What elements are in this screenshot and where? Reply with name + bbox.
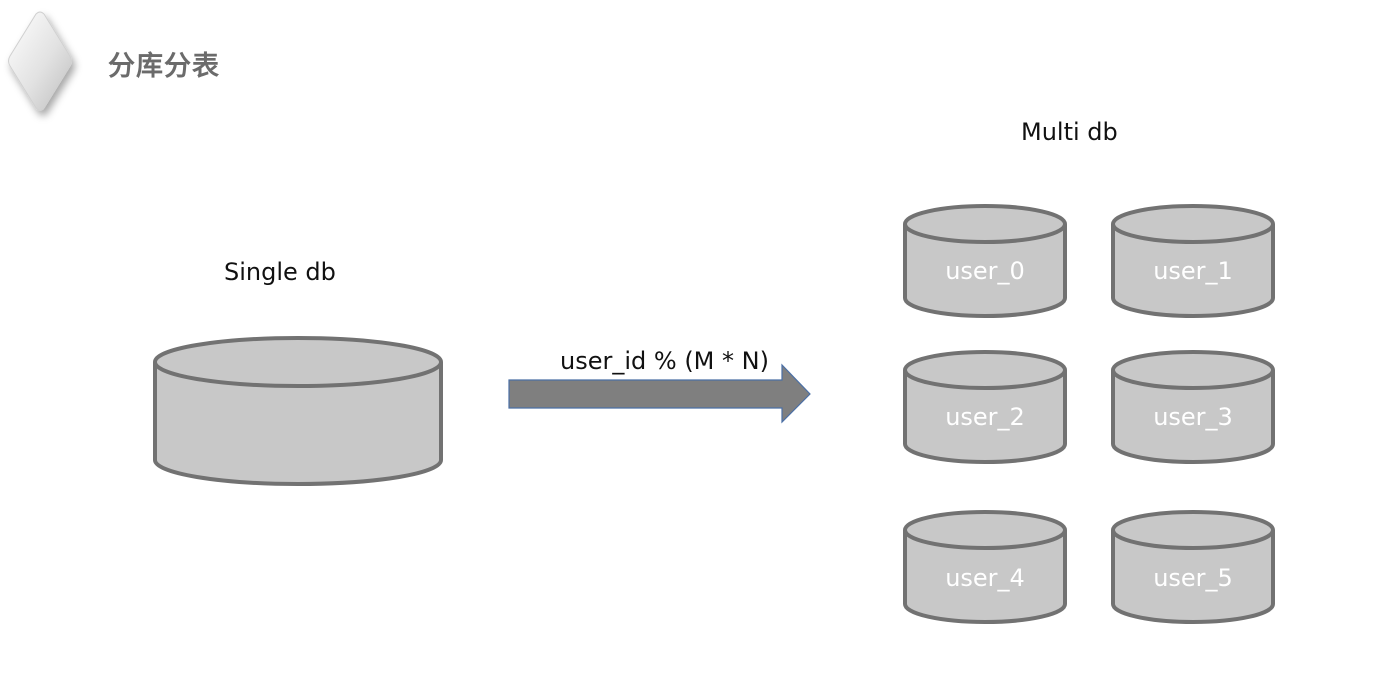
sharding-arrow — [508, 363, 811, 424]
diamond-icon — [8, 11, 72, 111]
shard-label: user_0 — [945, 257, 1025, 285]
shard-cylinder: user_4 — [903, 510, 1067, 624]
shard-label: user_1 — [1153, 257, 1233, 285]
shard-cylinder: user_1 — [1111, 204, 1275, 318]
page-title: 分库分表 — [108, 51, 220, 82]
shard-label: user_4 — [945, 564, 1025, 592]
shard-cylinder: user_5 — [1111, 510, 1275, 624]
sharding-formula-label: user_id % (M * N) — [560, 347, 769, 375]
shard-cylinder: user_3 — [1111, 350, 1275, 464]
single-db-label: Single db — [224, 258, 336, 286]
shard-label: user_3 — [1153, 403, 1233, 431]
single-db-cylinder — [153, 336, 443, 486]
multi-db-label: Multi db — [1021, 118, 1118, 146]
shard-cylinder: user_2 — [903, 350, 1067, 464]
shard-label: user_5 — [1153, 564, 1233, 592]
shard-label: user_2 — [945, 403, 1025, 431]
shard-cylinder: user_0 — [903, 204, 1067, 318]
multi-db-shards: user_0 user_1 user_2 user_3 user_4 user_… — [903, 204, 1275, 624]
